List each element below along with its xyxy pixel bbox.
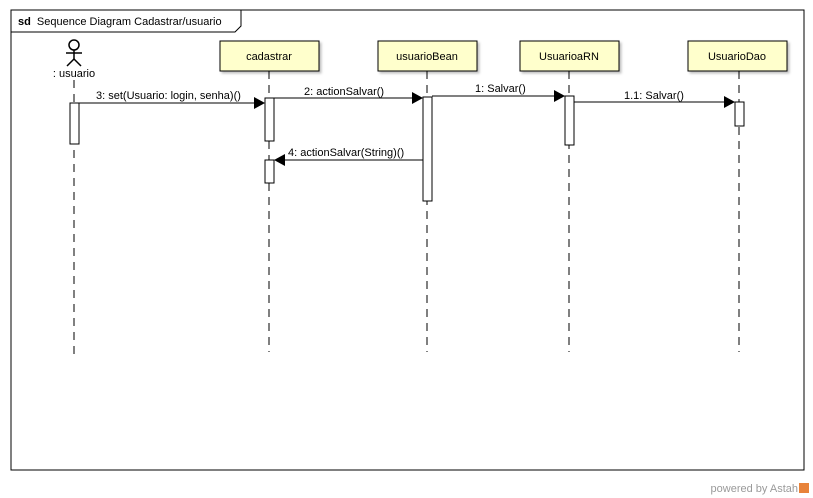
message-label: 2: actionSalvar() — [304, 86, 384, 98]
lifeline-name: UsuarioaRN — [539, 51, 599, 63]
arrowhead-icon — [274, 154, 285, 166]
message-4[interactable]: 4: actionSalvar(String)() — [274, 147, 423, 166]
lifeline-head — [219, 40, 320, 72]
frame-label: sd Sequence Diagram Cadastrar/usuario — [18, 16, 222, 28]
message-1[interactable]: 1: Salvar() — [432, 83, 565, 102]
frame-tab — [11, 10, 242, 33]
diagram-frame: sd Sequence Diagram Cadastrar/usuario — [10, 9, 805, 471]
message-label: 1: Salvar() — [475, 83, 526, 95]
lifeline-head — [687, 40, 788, 72]
activation-bar[interactable] — [734, 101, 745, 127]
astah-logo-icon — [799, 483, 809, 493]
lifeline-name: cadastrar — [246, 51, 292, 63]
message-label: 4: actionSalvar(String)() — [288, 147, 404, 159]
stick-figure-icon — [66, 39, 82, 67]
lifeline-name: UsuarioDao — [708, 51, 766, 63]
activation-bars — [69, 95, 745, 202]
frame-border — [10, 9, 805, 471]
message-3[interactable]: 3: set(Usuario: login, senha)() — [79, 90, 265, 109]
activation-bar[interactable] — [264, 97, 275, 142]
arrowhead-icon — [554, 90, 565, 102]
activation-bar[interactable] — [422, 96, 433, 202]
activation-bar[interactable] — [264, 159, 275, 184]
powered-by-footer: powered by Astah — [711, 483, 809, 495]
arrowhead-icon — [724, 96, 735, 108]
arrowhead-icon — [412, 92, 423, 104]
arrowhead-icon — [254, 97, 265, 109]
message-2[interactable]: 2: actionSalvar() — [274, 86, 423, 104]
message-label: 3: set(Usuario: login, senha)() — [96, 90, 241, 102]
footer-text: powered by Astah — [710, 483, 798, 495]
message-label: 1.1: Salvar() — [624, 90, 684, 102]
activation-bar[interactable] — [69, 102, 80, 145]
activation-bar[interactable] — [564, 95, 575, 146]
lifeline-head — [519, 40, 620, 72]
lifeline-name: usuarioBean — [396, 51, 458, 63]
lifeline-usuarioarn[interactable]: UsuarioaRN — [519, 40, 620, 352]
lifeline-head — [377, 40, 478, 72]
actor-name: : usuario — [53, 68, 95, 80]
frame-keyword: sd — [18, 16, 31, 28]
message-1-1[interactable]: 1.1: Salvar() — [574, 90, 735, 108]
frame-title: Sequence Diagram Cadastrar/usuario — [37, 16, 222, 28]
